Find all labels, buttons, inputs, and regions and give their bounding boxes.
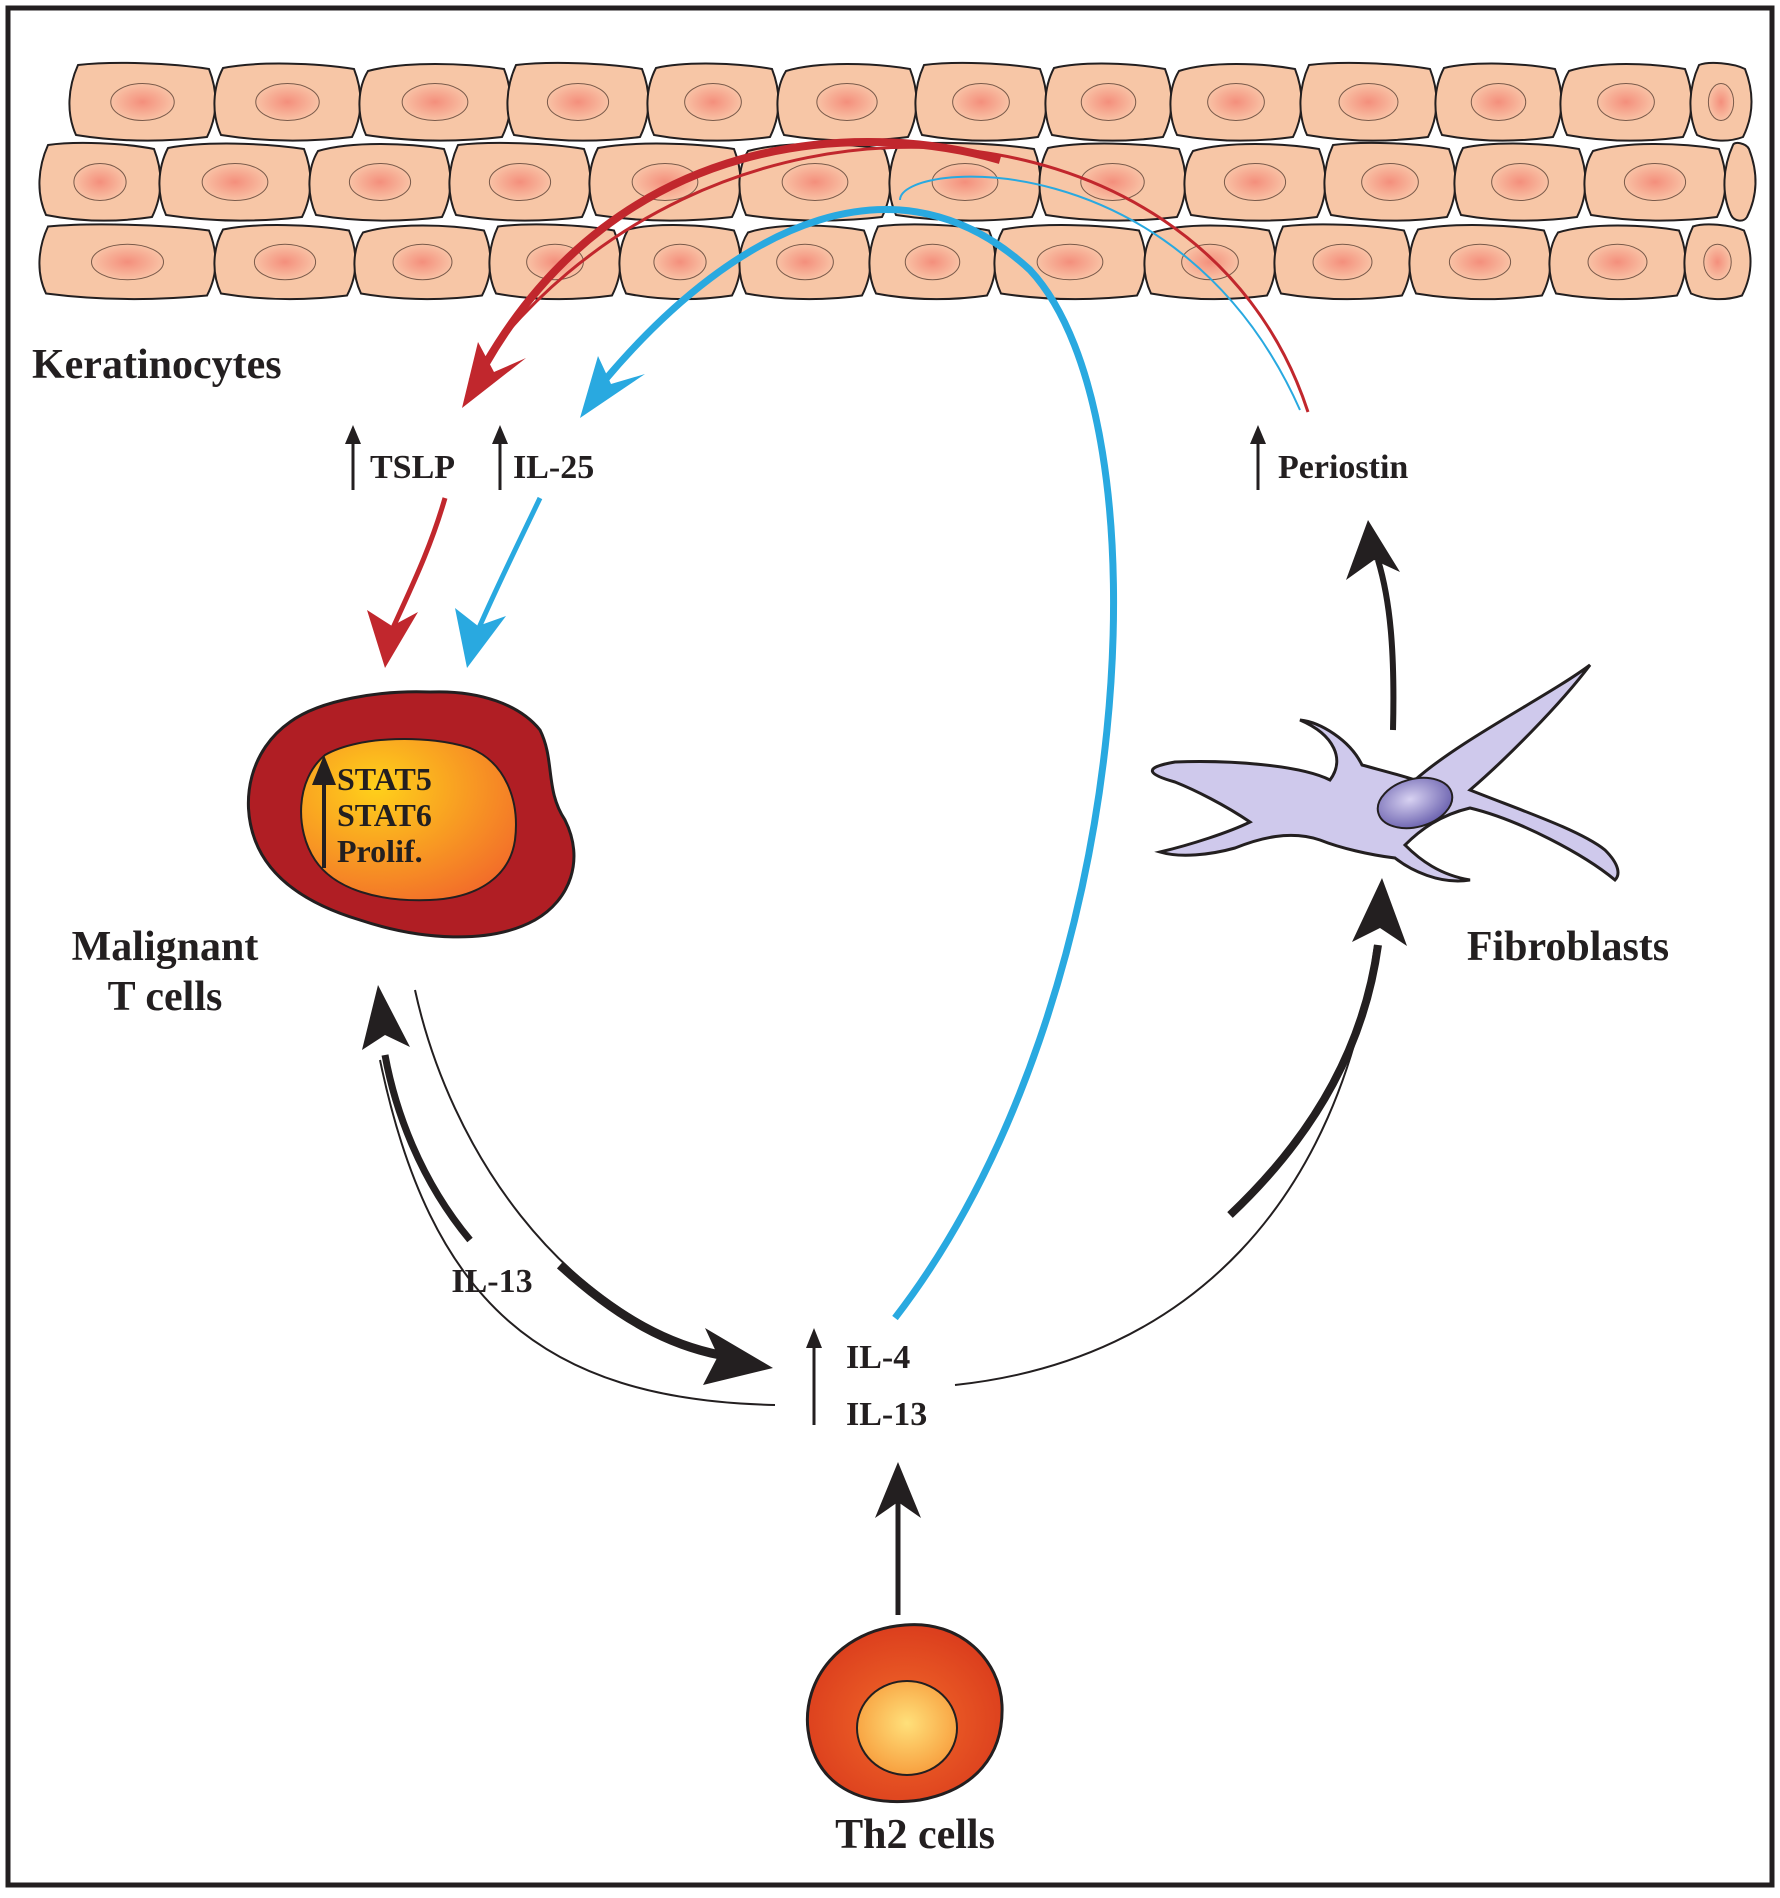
malignant-nucleus (300, 737, 517, 902)
tslp-up-arrow (345, 425, 361, 490)
keratinocyte-nucleus (1587, 243, 1648, 281)
keratinocyte-nucleus (1338, 83, 1399, 121)
keratinocyte-layer (38, 61, 1757, 301)
keratinocyte-nucleus (1181, 243, 1239, 281)
keratinocyte-nucleus (1623, 163, 1687, 201)
arrowhead-il13-center (703, 1328, 773, 1385)
red-arrow-tslp-to-tcell (389, 497, 448, 632)
label-il25: IL-25 (513, 449, 594, 486)
keratinocyte-nucleus (1707, 83, 1735, 121)
nucleus-prolif: Prolif. (337, 833, 423, 869)
keratinocyte-nucleus (1080, 163, 1145, 201)
keratinocyte-nucleus (401, 83, 469, 121)
keratinocyte-nucleus (253, 243, 317, 281)
keratinocyte-nucleus (91, 243, 164, 281)
arrow-fibroblast-to-periostin (1375, 559, 1397, 731)
arrow-il4-to-fibroblast-thick (1227, 944, 1382, 1218)
keratinocyte-nucleus (816, 83, 878, 121)
keratinocyte-nucleus (1597, 83, 1655, 121)
label-il13-center: IL-13 (846, 1396, 927, 1433)
keratinocyte-nucleus (904, 243, 961, 281)
blue-arrowhead-tcell (455, 608, 506, 668)
blue-arrow-periostin-thin (899, 175, 1301, 411)
red-arrowhead-tslp (462, 342, 526, 408)
keratinocyte-nucleus (201, 163, 269, 201)
keratinocyte-nucleus (1080, 83, 1137, 121)
red-arrowhead-tcell (367, 610, 418, 668)
arrowhead-periostin (1346, 520, 1400, 580)
label-tslp: TSLP (370, 449, 455, 486)
keratinocyte-nucleus (546, 83, 610, 121)
keratinocyte-nucleus (931, 163, 999, 201)
blue-arrow-il25-to-tcell (475, 496, 543, 632)
label-il13-left: IL-13 (451, 1263, 532, 1300)
keratinocyte-nucleus (653, 243, 707, 281)
fibroblast-cell (1150, 663, 1620, 883)
arrow-il13-to-tcell-thick (381, 1054, 473, 1243)
red-arrow-periostin-to-tslp-thick (481, 137, 1002, 367)
label-malignant: Malignant (72, 924, 259, 970)
keratinocyte-nucleus (1223, 163, 1287, 201)
fibroblast-nucleus (1376, 776, 1454, 830)
il4-up-arrow (806, 1328, 822, 1425)
keratinocyte-nucleus (1361, 163, 1419, 201)
keratinocyte-nucleus (110, 83, 175, 121)
th2-nucleus (856, 1680, 958, 1776)
nucleus-stat5: STAT5 (337, 761, 432, 797)
label-tcells: T cells (108, 974, 223, 1020)
label-keratinocytes: Keratinocytes (32, 342, 282, 388)
keratinocyte-nucleus (684, 83, 742, 121)
keratinocyte-nucleus (73, 163, 127, 201)
keratinocyte-nucleus (781, 163, 849, 201)
nucleus-stat6: STAT6 (337, 797, 432, 833)
keratinocyte-nucleus (488, 163, 552, 201)
arrow-tcell-to-il13-thick (556, 1261, 721, 1360)
keratinocyte-nucleus (1448, 243, 1512, 281)
label-il4: IL-4 (846, 1339, 910, 1376)
figure-frame (5, 5, 1775, 1888)
blue-arrowhead-il25 (580, 356, 645, 418)
keratinocyte-nucleus (1036, 243, 1104, 281)
keratinocyte-nucleus (1703, 243, 1732, 281)
keratinocyte-nucleus (1470, 83, 1527, 121)
keratinocyte-nucleus (392, 243, 453, 281)
label-th2: Th2 cells (835, 1812, 995, 1858)
arrowhead-fibroblast (1352, 878, 1407, 946)
keratinocyte-nucleus (1491, 163, 1549, 201)
label-fibroblasts: Fibroblasts (1467, 924, 1669, 970)
keratinocyte-nucleus (255, 83, 320, 121)
label-periostin: Periostin (1278, 449, 1408, 486)
periostin-up-arrow (1250, 425, 1266, 490)
arrowhead-il4 (875, 1462, 921, 1518)
nucleus-up-arrowhead (312, 755, 336, 785)
keratinocyte-nucleus (776, 243, 834, 281)
arrow-il13-to-tcell-thin (379, 1059, 776, 1406)
keratinocyte-nucleus (952, 83, 1010, 121)
blue-arrow-il4-to-il25 (602, 206, 1118, 1321)
keratinocyte-cell (1723, 141, 1757, 222)
il25-up-arrow (492, 425, 508, 490)
keratinocyte-nucleus (1312, 243, 1373, 281)
keratinocyte-nucleus (348, 163, 412, 201)
keratinocyte-nucleus (631, 163, 699, 201)
keratinocyte-nucleus (1207, 83, 1265, 121)
arrowhead-tcell-il13 (362, 985, 410, 1050)
